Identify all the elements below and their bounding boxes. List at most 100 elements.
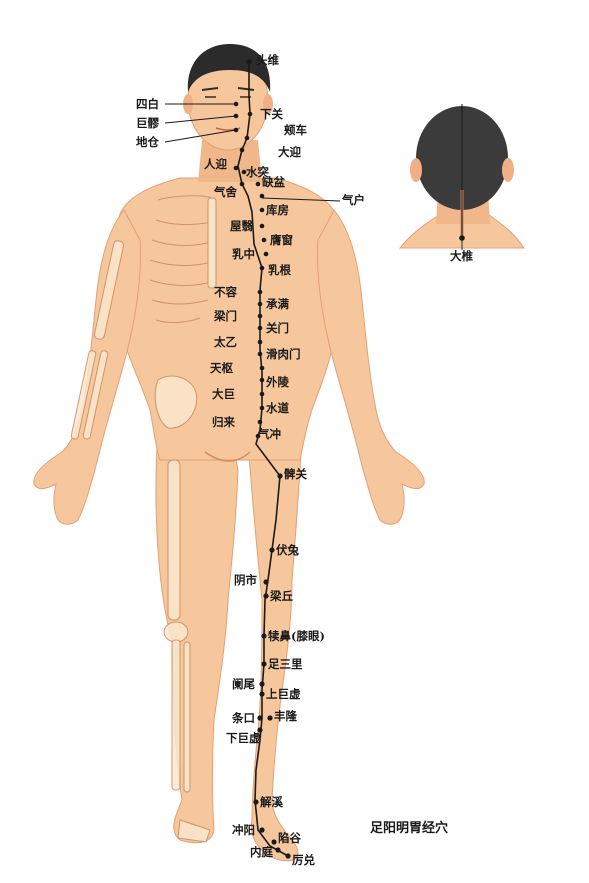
label-guilai: 归来 <box>212 415 235 429</box>
label-burong: 不容 <box>214 285 237 299</box>
inset-ear-left <box>410 158 422 182</box>
point-lidui <box>285 853 291 859</box>
point-guilai <box>257 419 263 425</box>
left-arm <box>316 209 425 525</box>
label-shangjuxu: 上巨虚 <box>266 687 301 701</box>
label-qishe: 气舍 <box>213 185 237 199</box>
point-rugen <box>259 265 265 271</box>
point-kufang <box>259 207 265 213</box>
point-liangqiu <box>263 593 269 599</box>
label-lanwei: 阑尾 <box>232 677 255 691</box>
label-ruzhong: 乳中 <box>232 247 255 261</box>
point-wailing <box>259 377 265 383</box>
point-xiaguan <box>247 111 253 117</box>
label-dicang: 地仓 <box>136 135 159 149</box>
point-biguan <box>277 473 283 479</box>
point-guanmen <box>257 325 263 331</box>
label-zusanli: 足三里 <box>268 657 303 671</box>
label-wuyi: 屋翳 <box>230 219 253 233</box>
label-quepen: 缺盆 <box>261 175 285 189</box>
point-qichong <box>255 433 261 439</box>
point-huaroumen <box>257 351 263 357</box>
label-rugen: 乳根 <box>268 263 291 277</box>
point-jiexi <box>253 799 259 805</box>
skeleton-overlay <box>70 195 217 843</box>
human-figure <box>33 44 425 862</box>
point-shuitu <box>241 169 247 175</box>
label-chongyang: 冲阳 <box>232 823 255 837</box>
label-fenglong: 丰隆 <box>274 709 297 723</box>
point-lanwei <box>259 681 265 687</box>
hair <box>187 44 271 92</box>
acupoints <box>233 59 465 859</box>
back-head-inset <box>398 104 525 249</box>
label-yinshi: 阴市 <box>234 573 257 587</box>
diagram-title: 足阳明胃经穴 <box>370 820 448 836</box>
point-renying <box>233 165 239 171</box>
point-futu <box>269 547 275 553</box>
inset-ear-right <box>502 158 514 182</box>
label-jiexi: 解溪 <box>260 795 283 809</box>
point-liangmen <box>257 313 263 319</box>
label-touwei: 头维 <box>256 53 279 67</box>
label-wailing: 外陵 <box>265 375 289 389</box>
label-yingchuang: 膺窗 <box>270 233 293 247</box>
label-renying: 人迎 <box>204 157 227 171</box>
label-dazhui: 大椎 <box>450 249 473 263</box>
point-xiajuxu <box>257 727 263 733</box>
label-liangqiu: 梁丘 <box>269 589 293 603</box>
point-dubi <box>261 633 267 639</box>
leader-lines <box>164 103 463 250</box>
point-quepen <box>255 181 261 187</box>
label-sibai: 四白 <box>136 97 159 111</box>
label-juliao: 巨髎 <box>136 116 159 130</box>
point-touwei <box>246 59 252 65</box>
label-tiaokou: 条口 <box>231 711 255 725</box>
label-qihu: 气户 <box>341 193 365 207</box>
point-wuyi <box>259 223 265 229</box>
label-shuidao: 水道 <box>266 401 289 415</box>
point-taiyi <box>257 339 263 345</box>
pelvis-line <box>204 451 251 462</box>
point-daying <box>239 147 245 153</box>
point-shuidao <box>259 405 265 411</box>
label-tianshu: 天枢 <box>210 361 233 375</box>
label-huaroumen: 滑肉门 <box>266 347 301 361</box>
point-neiting <box>275 847 281 853</box>
label-taiyi: 太乙 <box>213 335 237 349</box>
point-tiaokou <box>257 715 263 721</box>
point-qihu <box>259 193 265 199</box>
eyebrows <box>201 87 255 91</box>
point-chengman <box>257 301 263 307</box>
point-fenglong <box>267 715 273 721</box>
label-guanmen: 关门 <box>266 321 289 335</box>
label-jiache: 颊车 <box>283 123 307 137</box>
label-xiaguan: 下关 <box>260 107 283 121</box>
point-daju <box>259 391 265 397</box>
point-chongyang <box>259 827 265 833</box>
label-kufang: 库房 <box>266 203 289 217</box>
label-qichong: 气冲 <box>257 427 281 441</box>
label-dubi: 犊鼻(膝眼) <box>268 629 325 643</box>
point-shangjuxu <box>259 691 265 697</box>
label-daju: 大巨 <box>212 387 235 401</box>
point-burong <box>257 289 263 295</box>
point-xiangu <box>271 839 277 845</box>
point-yinshi <box>263 579 269 585</box>
label-xiajuxu: 下巨虚 <box>226 731 261 745</box>
point-qishe <box>239 181 245 187</box>
label-liangmen: 梁门 <box>213 309 237 323</box>
point-yingchuang <box>261 237 267 243</box>
label-xiangu: 陷谷 <box>278 831 301 845</box>
left-ear <box>263 94 273 114</box>
label-shuitu: 水突 <box>246 165 269 179</box>
point-tianshu <box>259 365 265 371</box>
point-labels: 头维 四白 巨髎 地仓 下关 颊车 大迎 人迎 水突 气舍 缺盆 气户 库房 屋… <box>136 53 473 867</box>
label-biguan: 髀关 <box>284 467 307 481</box>
point-zusanli <box>261 661 267 667</box>
mouth <box>215 127 241 131</box>
label-lidui: 厉兑 <box>292 853 315 867</box>
left-leg <box>247 429 303 862</box>
point-ruzhong <box>263 251 269 257</box>
